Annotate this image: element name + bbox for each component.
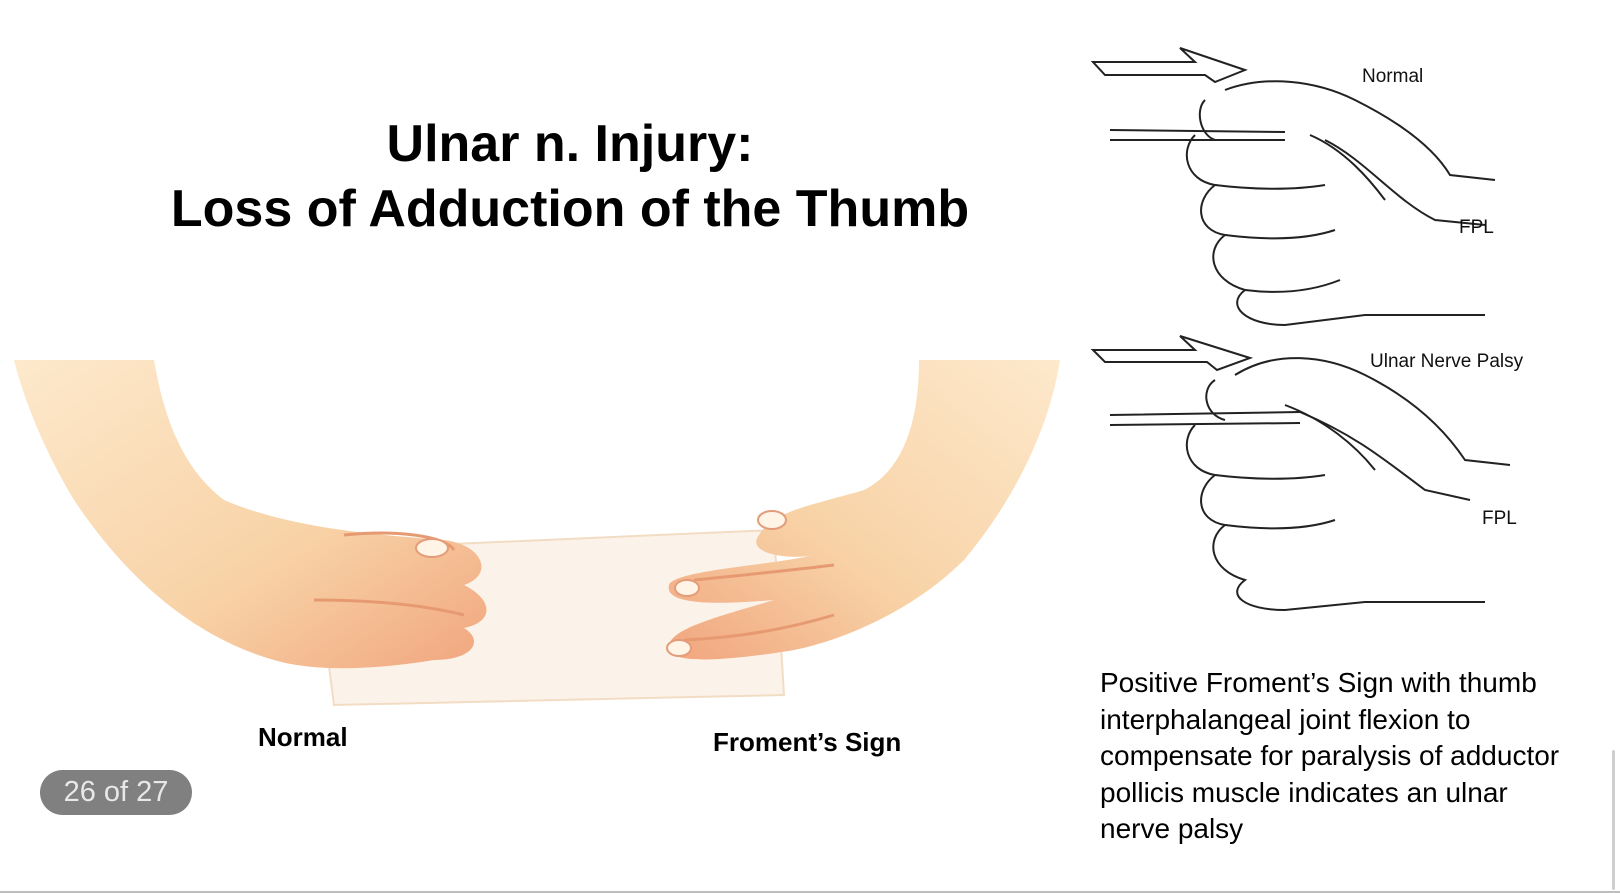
slide-description: Positive Froment’s Sign with thumb inter… — [1100, 667, 1560, 844]
vertical-scrollbar[interactable] — [1612, 750, 1615, 890]
caption-normal: Normal — [258, 722, 348, 752]
hands-pinch-illustration — [14, 360, 1060, 707]
diagram-label-fpl-top: FPL — [1459, 217, 1494, 238]
slide-title: Ulnar n. Injury: Loss of Adduction of th… — [120, 112, 1020, 242]
caption-froments-sign: Froment’s Sign — [713, 727, 902, 757]
page-counter-badge: 26 of 27 — [40, 770, 192, 815]
slide-title-line-1: Ulnar n. Injury: — [386, 115, 754, 173]
diagram-label-fpl-bottom: FPL — [1482, 508, 1517, 529]
fist-line-diagram — [1090, 47, 1511, 612]
diagram-label-normal: Normal — [1362, 66, 1424, 87]
slide-title-line-2: Loss of Adduction of the Thumb — [170, 180, 970, 238]
bottom-divider — [0, 891, 1620, 893]
diagram-label-ulnar-nerve-palsy: Ulnar Nerve Palsy — [1370, 351, 1524, 372]
